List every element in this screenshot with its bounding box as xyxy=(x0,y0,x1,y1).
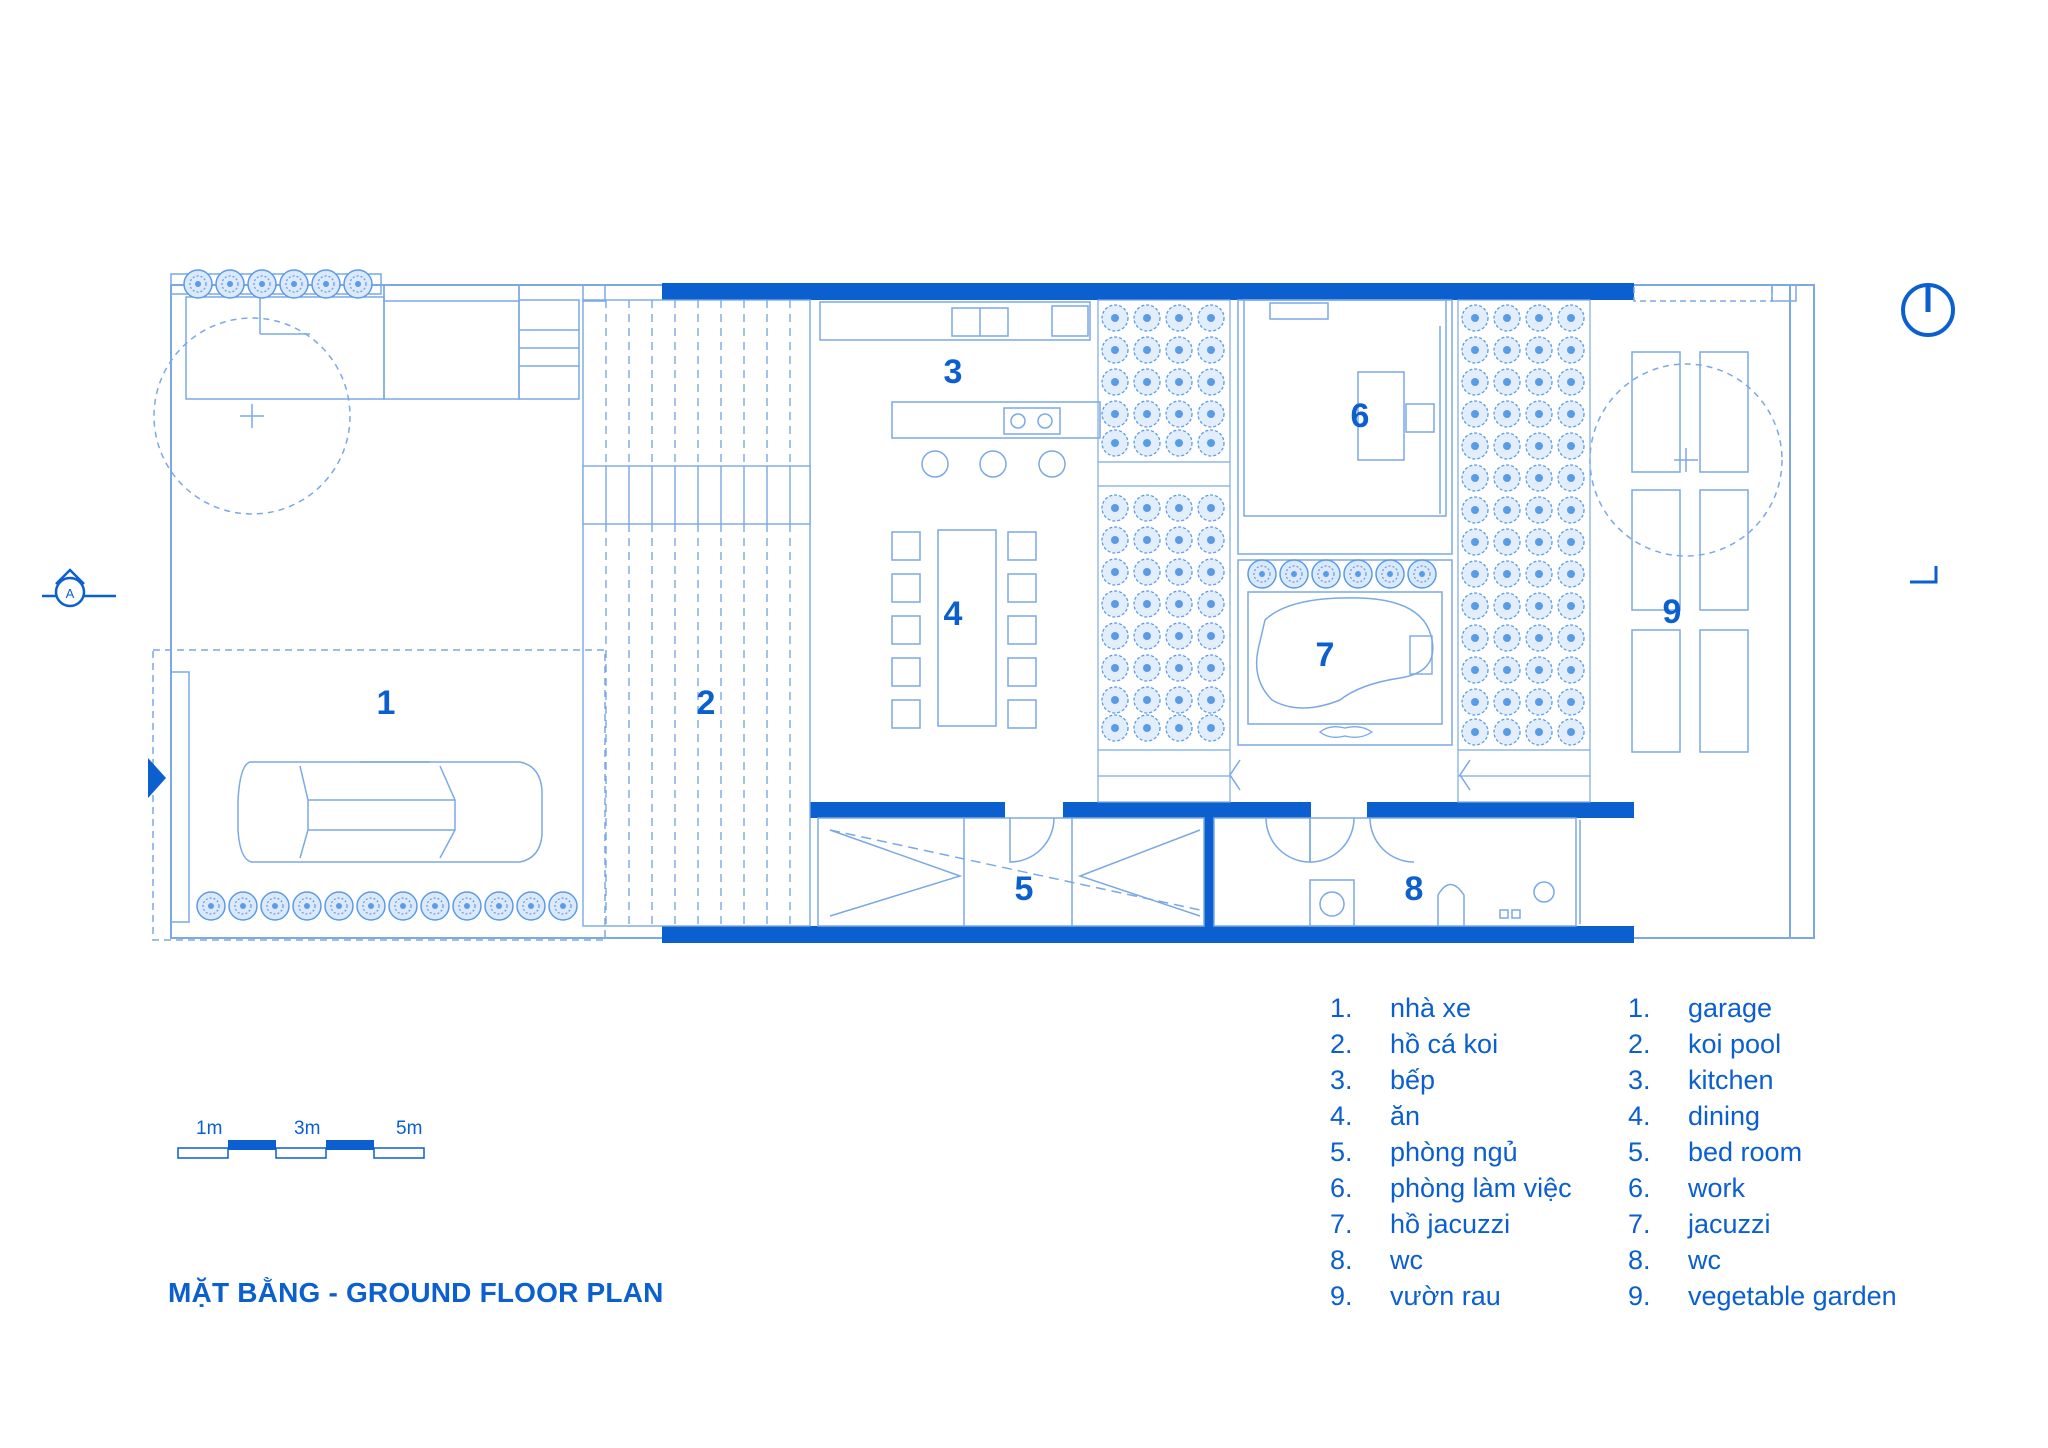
planter-strip-right xyxy=(1457,299,1591,803)
room-number-7: 7 xyxy=(1316,636,1335,674)
legend-vi-item: 9.vườn rau xyxy=(1330,1281,1501,1311)
legend-vietnamese: 1.nhà xe 2.hồ cá koi 3.bếp 4.ăn 5.phòng … xyxy=(1330,990,1572,1314)
section-marker-left: A xyxy=(42,568,116,608)
jacuzzi-area xyxy=(1237,559,1453,746)
garage-planter-bottom xyxy=(196,891,578,921)
legend-en-item: 1.garage xyxy=(1628,993,1773,1023)
legend-vi-item: 8.wc xyxy=(1330,1245,1423,1275)
room-number-9: 9 xyxy=(1663,593,1682,631)
scale-bar xyxy=(177,1140,425,1159)
room-number-2: 2 xyxy=(697,684,716,722)
legend-en-item: 4.dining xyxy=(1628,1101,1761,1131)
legend-vi-item: 6.phòng làm việc xyxy=(1330,1173,1572,1203)
legend-vi-item: 2.hồ cá koi xyxy=(1330,1029,1499,1059)
work-room-area xyxy=(1237,299,1453,555)
walls xyxy=(662,283,1634,943)
legend-en-item: 5.bed room xyxy=(1628,1137,1803,1167)
planter-strip-left xyxy=(1097,299,1231,803)
legend-vi-item: 4.ăn xyxy=(1330,1101,1421,1131)
room-number-1: 1 xyxy=(377,684,396,722)
scale-label-1m: 1m xyxy=(196,1118,223,1139)
legend-en-item: 8.wc xyxy=(1628,1245,1721,1275)
legend-en-item: 7.jacuzzi xyxy=(1628,1209,1771,1239)
entrance-arrow-icon xyxy=(148,758,166,798)
kitchen-dining-area xyxy=(819,301,1101,729)
vegetable-garden-area xyxy=(1589,284,1797,753)
legend-vi-item: 1.nhà xe xyxy=(1330,993,1472,1023)
section-marker-label: A xyxy=(66,586,75,601)
room-number-8: 8 xyxy=(1405,870,1424,908)
doors xyxy=(1229,759,1471,791)
section-marker-right xyxy=(1910,566,1938,584)
garage-area xyxy=(152,273,606,941)
room-number-6: 6 xyxy=(1351,397,1370,435)
legend-vi-item: 3.bếp xyxy=(1330,1065,1436,1095)
legend-english: 1.garage 2.koi pool 3.kitchen 4.dining 5… xyxy=(1628,990,1897,1314)
room-number-5: 5 xyxy=(1015,870,1034,908)
room-numbers: 1 2 3 4 5 6 7 8 9 xyxy=(377,353,1682,908)
north-arrow-icon xyxy=(1901,283,1955,337)
legend-en-item: 9.vegetable garden xyxy=(1628,1281,1897,1311)
room-number-3: 3 xyxy=(944,353,963,391)
scale-label-3m: 3m xyxy=(294,1118,321,1139)
room-number-4: 4 xyxy=(944,595,963,633)
legend-vi-item: 7.hồ jacuzzi xyxy=(1330,1209,1511,1239)
legend-vi-item: 5.phòng ngủ xyxy=(1330,1137,1518,1167)
legend-en-item: 6.work xyxy=(1628,1173,1746,1203)
wc-area xyxy=(1213,817,1581,927)
legend-en-item: 3.kitchen xyxy=(1628,1065,1774,1095)
legend-en-item: 2.koi pool xyxy=(1628,1029,1782,1059)
koi-pool-area xyxy=(582,299,811,927)
scale-label-5m: 5m xyxy=(396,1118,423,1139)
plan-title: MẶT BẰNG - GROUND FLOOR PLAN xyxy=(168,1277,664,1308)
bedroom-area xyxy=(817,817,1205,927)
